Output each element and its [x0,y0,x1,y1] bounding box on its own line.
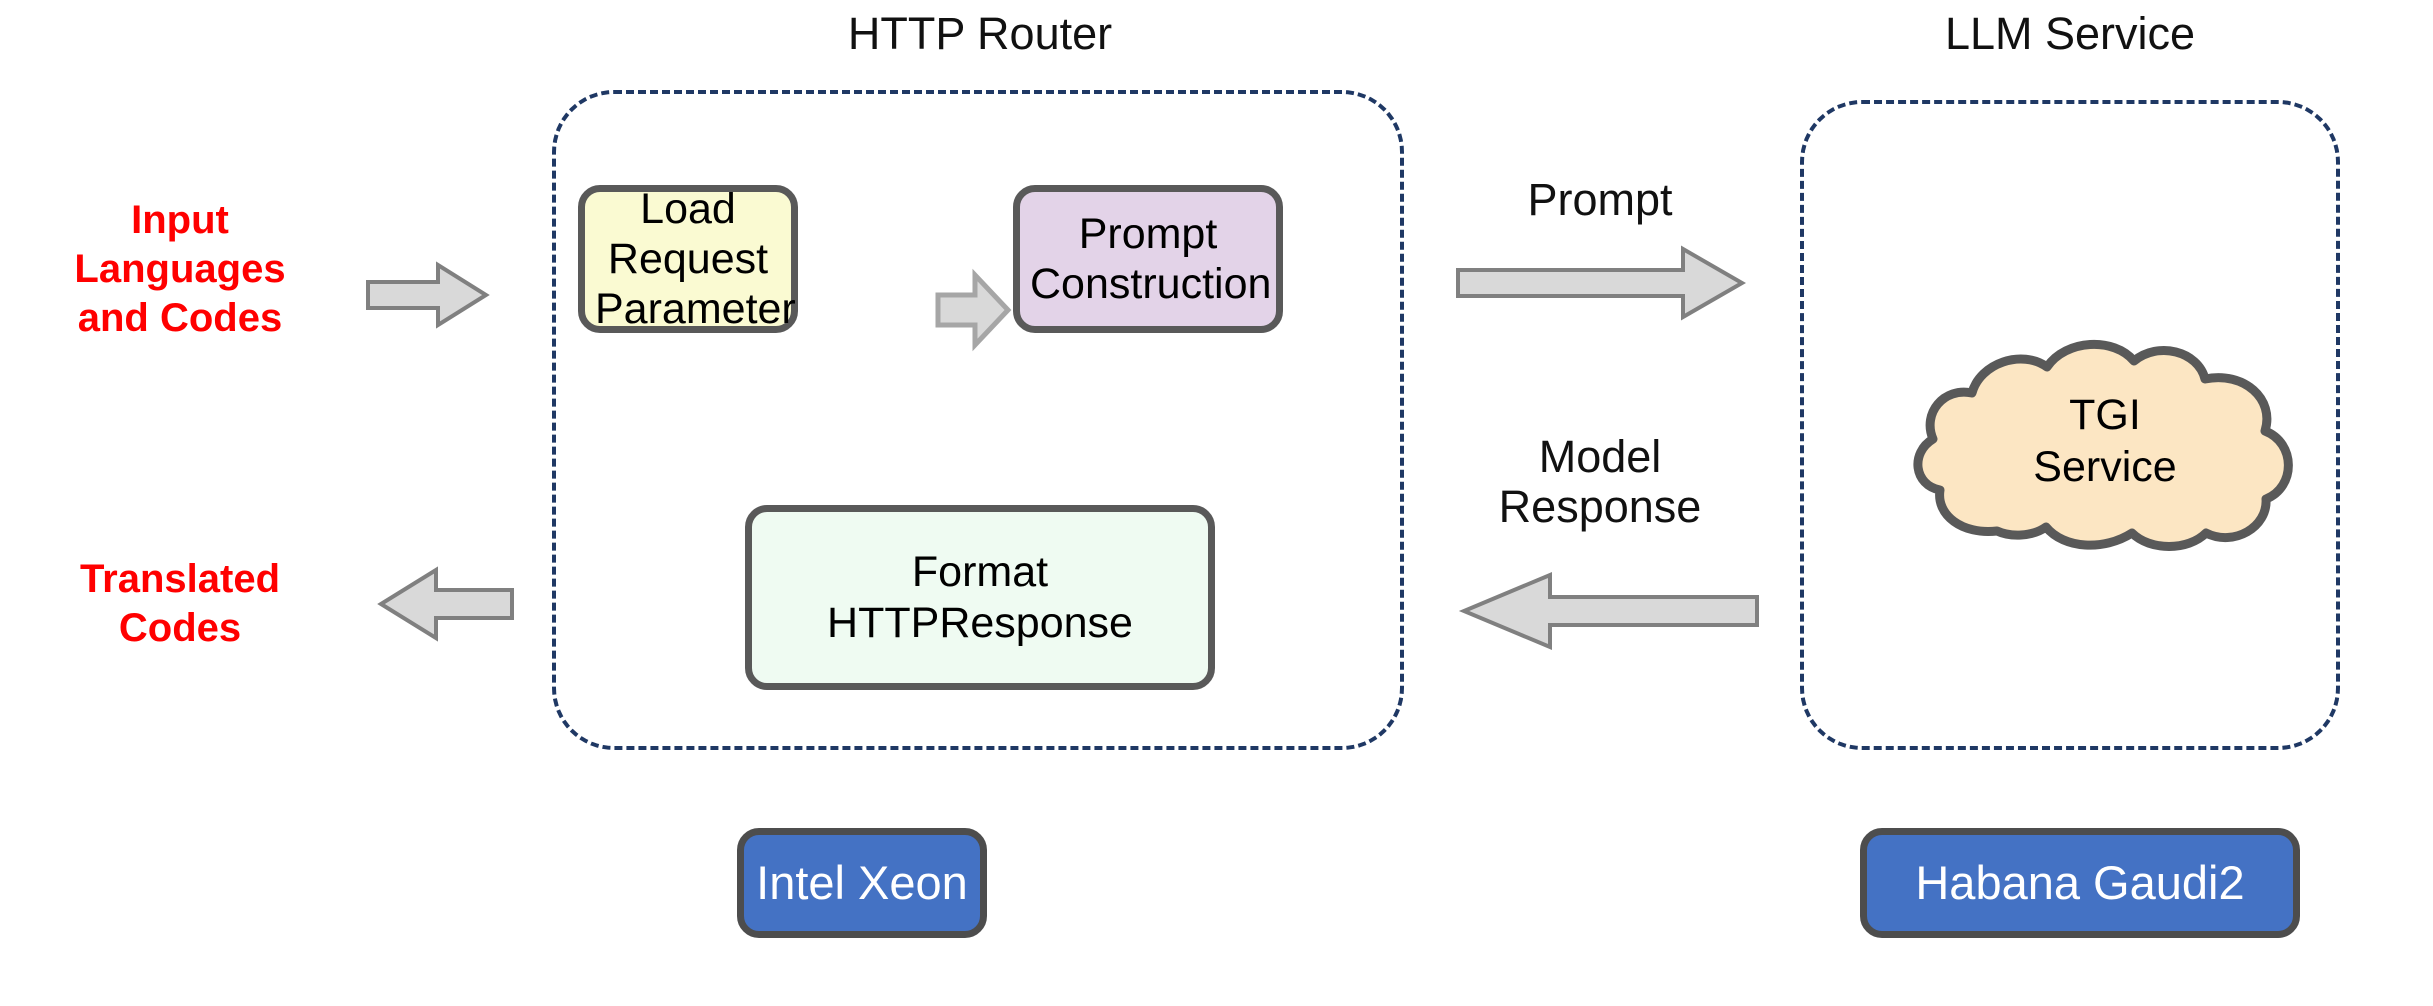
group-title-http-router: HTTP Router [847,8,1113,59]
hardware-intel-xeon[interactable]: Intel Xeon [737,828,987,938]
output-endpoint-label: Translated Codes [79,557,281,650]
group-title-llm-service: LLM Service [1944,8,2196,59]
node-prompt-construction-label: Prompt Construction [1030,209,1272,308]
prompt-flow-arrow [1455,245,1747,321]
prompt-flow-label: Prompt [1527,174,1673,225]
node-load-request-parameter-label: Load Request Parameter [595,184,796,334]
node-format-httpresponse-label: Format HTTPResponse [827,548,1133,647]
http-router-container [552,90,1404,750]
llm-service-container [1800,100,2340,750]
node-format-httpresponse[interactable]: Format HTTPResponse [745,505,1215,690]
router-internal-arrow [935,268,1012,352]
output-flow-arrow [377,566,514,642]
node-load-request-parameter[interactable]: Load Request Parameter [578,185,798,333]
input-flow-arrow [366,261,490,329]
hardware-habana-gaudi2[interactable]: Habana Gaudi2 [1860,828,2300,938]
node-tgi-service[interactable]: TGI Service [1900,335,2310,551]
input-endpoint-label: Input Languages and Codes [74,198,286,340]
cloud-icon [1913,339,2293,551]
node-prompt-construction[interactable]: Prompt Construction [1013,185,1283,333]
model-response-flow-label: Model Response [1498,431,1702,533]
hardware-habana-gaudi2-label: Habana Gaudi2 [1915,855,2245,909]
hardware-intel-xeon-label: Intel Xeon [756,855,968,909]
model-response-flow-arrow [1458,571,1760,651]
